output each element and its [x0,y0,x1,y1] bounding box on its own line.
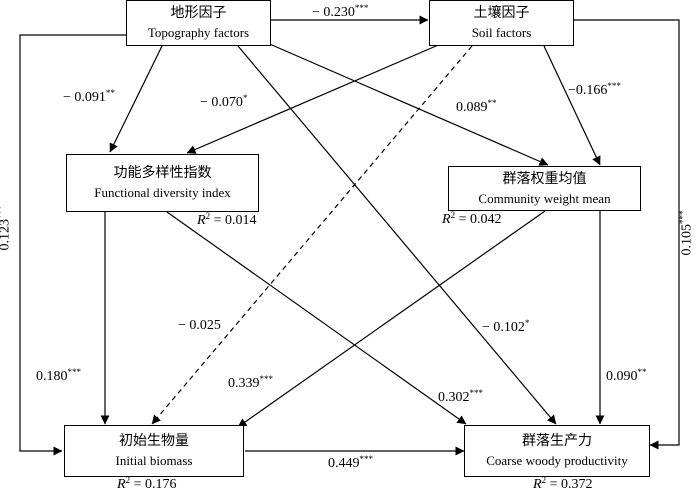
node-initial-zh: 初始生物量 [119,433,189,449]
node-cwm-zh: 群落权重均值 [502,170,587,187]
arrow-soil-cwp [574,19,680,450]
arrow-topo-cwm [264,41,549,166]
node-topography-en: Topography factors [147,25,250,40]
coef-topo-fdi: − 0.091** [63,88,115,106]
arrow-cwm-initial [237,210,546,428]
coef-cwm-cwp: 0.090** [606,367,647,385]
node-initial-biomass: 初始生物量 Initial biomass [64,425,244,477]
arrow-topo-cwp [237,45,557,425]
coef-topo-cwp: − 0.102* [482,318,530,336]
node-soil-zh: 土壤因子 [473,5,530,21]
r2-initial: R2 = 0.176 [117,475,177,493]
arrow-fdi-cwp [166,211,467,425]
arrow-soil-cwm [543,45,601,166]
node-soil-factors: 土壤因子 Soil factors [429,0,574,46]
coef-fdi-initial: 0.180*** [36,367,81,385]
node-cwp-en: Coarse woody productivity [486,453,628,468]
coef-topo-cwm: 0.089** [456,98,497,116]
r2-cwm: R2 = 0.042 [442,210,502,228]
r2-fdi: R2 = 0.014 [197,211,257,229]
coef-fdi-cwp: 0.302*** [438,388,483,406]
node-topography-factors: 地形因子 Topography factors [126,0,271,46]
node-functional-diversity-index: 功能多样性指数 Functional diversity index [66,154,259,212]
node-initial-en: Initial biomass [115,453,193,468]
coef-topo-soil: − 0.230*** [312,3,369,21]
coef-topo-initial: 0.123*** [0,205,13,251]
coef-soil-initial: − 0.025 [178,318,221,333]
coef-soil-cwp: 0.105*** [677,210,695,256]
arrow-topo-fdi [109,45,163,153]
coef-cwm-initial: 0.339*** [228,374,273,392]
node-fdi-en: Functional diversity index [94,185,231,200]
node-community-weight-mean: 群落权重均值 Community weight mean [448,166,641,211]
node-coarse-woody-productivity: 群落生产力 Coarse woody productivity [464,425,650,477]
node-fdi-zh: 功能多样性指数 [113,165,212,181]
coef-initial-cwp: 0.449*** [328,454,373,472]
node-topography-zh: 地形因子 [170,5,227,21]
coef-soil-cwm: −0.166*** [568,81,621,99]
node-cwp-zh: 群落生产力 [522,433,592,449]
node-cwm-en: Community weight mean [478,190,611,206]
r2-cwp: R2 = 0.372 [533,475,593,493]
arrow-soil-initial [151,45,473,425]
arrow-topo-initial [19,34,126,456]
coef-soil-fdi: − 0.070* [200,93,248,111]
arrow-soil-fdi [186,39,451,154]
node-soil-en: Soil factors [471,25,532,40]
